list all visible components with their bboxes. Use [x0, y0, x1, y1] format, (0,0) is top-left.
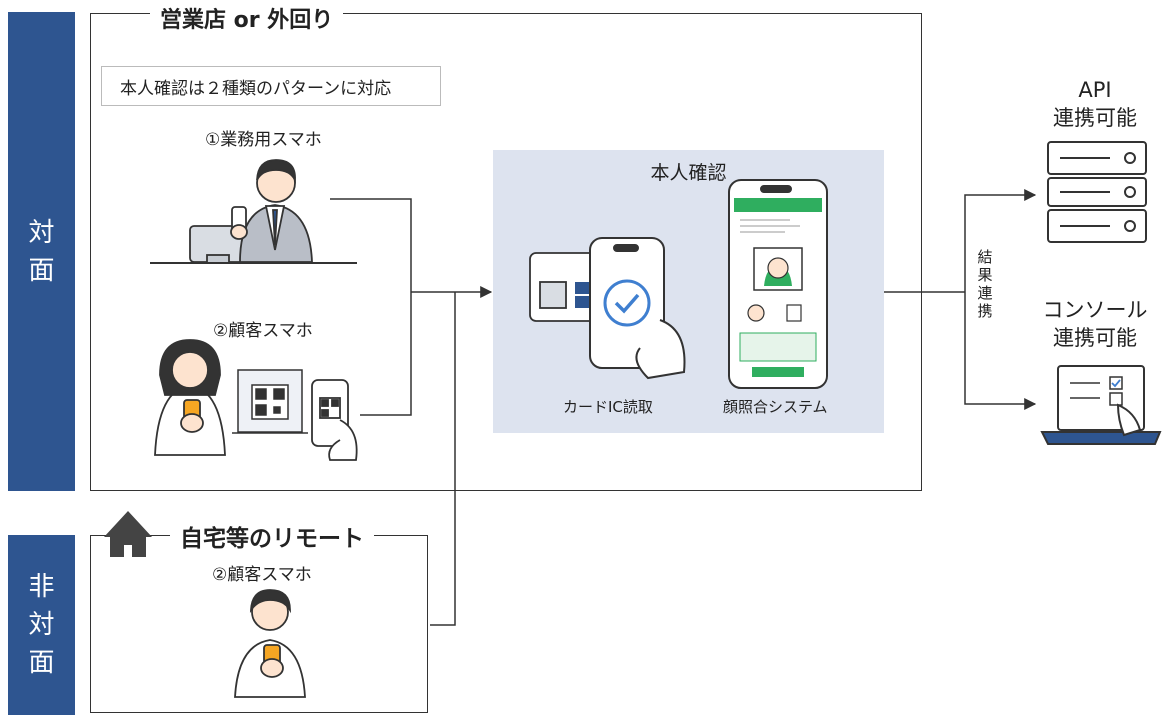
- staff-person-icon: [150, 159, 357, 264]
- pattern-note: 本人確認は２種類のパターンに対応: [101, 66, 441, 106]
- console-label-line: 連携可能: [1053, 326, 1137, 350]
- store-frame-title: 営業店 or 外回り: [150, 2, 344, 34]
- console-label: コンソール 連携可能: [1035, 296, 1155, 352]
- band-char: 対: [28, 610, 55, 640]
- band-char: 非: [28, 572, 55, 602]
- connector-phones: [330, 198, 412, 416]
- band-char: 面: [28, 255, 55, 286]
- card-ic-label: カードIC読取: [563, 398, 653, 416]
- result-label-char: 結: [977, 248, 993, 266]
- staff-phone-label: ①業務用スマホ: [205, 130, 322, 150]
- house-icon: [104, 511, 152, 557]
- qr-stand-icon: [232, 369, 308, 434]
- server-icon: [1047, 141, 1147, 243]
- customer-person-icon: [154, 339, 226, 456]
- customer-phone-icon: [311, 379, 358, 461]
- arrow-to-api: [964, 189, 1037, 292]
- remote-customer-phone-label: ②顧客スマホ: [212, 565, 312, 585]
- console-label-line: コンソール: [1042, 298, 1148, 322]
- api-label-line: API: [1078, 78, 1112, 102]
- connector-lines: [330, 189, 1037, 626]
- remote-frame-title: 自宅等のリモート: [170, 519, 374, 553]
- customer-phone-label: ②顧客スマホ: [213, 321, 313, 341]
- remote-customer-icon: [234, 589, 306, 698]
- band-char: 面: [28, 648, 55, 678]
- face-to-face-band: 対 面: [8, 12, 75, 491]
- nfc-phone-icon: [589, 237, 686, 380]
- identity-title: 本人確認: [650, 162, 727, 184]
- store-frame: [90, 13, 922, 491]
- result-label-char: 果: [977, 266, 993, 284]
- connector-remote: [430, 292, 456, 626]
- api-label-line: 連携可能: [1053, 106, 1137, 130]
- result-link-label: 結 果 連 携: [975, 248, 995, 320]
- laptop-icon: [1040, 365, 1162, 445]
- band-char: 対: [28, 217, 55, 248]
- result-label-char: 連: [977, 284, 993, 302]
- face-system-label: 顔照合システム: [723, 398, 828, 416]
- face-app-phone-icon: [728, 179, 828, 389]
- arrow-to-console: [964, 292, 1037, 410]
- non-face-to-face-band: 非 対 面: [8, 535, 75, 715]
- api-label: API 連携可能: [1035, 76, 1155, 132]
- result-label-char: 携: [977, 302, 993, 320]
